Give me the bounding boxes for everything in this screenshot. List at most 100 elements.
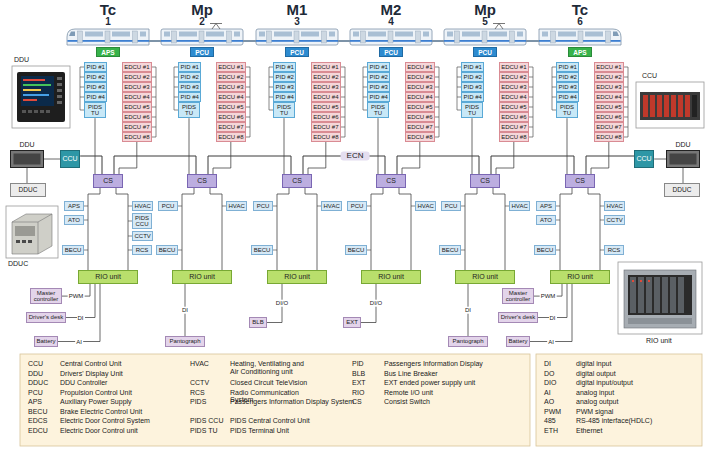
box-label: EDCU #5 [218,104,243,111]
box-label: PCU [195,49,209,56]
legend-cell: digital output [576,370,616,378]
box-label: CCTV [607,217,623,224]
box-label: CS [103,177,113,185]
edcu-box: EDCU #3 [216,82,246,92]
box-label: HVAC [607,203,623,210]
connector [465,188,477,270]
box-label: Mp [474,2,496,17]
box-label: APS [573,49,586,56]
legend-cell: EDCU [28,427,48,435]
box-label: PIDS TU [559,104,576,117]
edcu-box: EDCU #3 [122,82,152,92]
legend-cell: ETH [544,427,558,435]
peripheral-box: Battery [34,336,58,347]
connector [399,188,411,270]
equipment-box: ATO [64,215,84,225]
box-label: EDCU #1 [313,64,338,71]
box-label: EDCU #7 [218,124,243,131]
legend-cell: DDU [28,370,43,378]
connector [277,188,289,270]
equipment-box: HVAC [226,201,247,211]
box-label: M1 [287,2,308,17]
peripheral-box: Pantograph [165,336,205,347]
box-label: EDCU #7 [501,124,526,131]
edcu-box: EDCU #6 [594,112,624,122]
legend-cell: DI [544,360,551,368]
edcu-box: EDCU #6 [216,112,246,122]
pid-box: PIDS TU [461,102,483,118]
peripheral-box: BLB [249,317,267,328]
box-label: BECU [348,247,365,254]
connector [88,188,100,270]
connector [208,156,291,174]
legend-cell: PCU [28,389,43,397]
box-label: PID #1 [181,64,199,71]
pid-box: PID #2 [178,72,201,82]
signal-label: DI [549,314,557,321]
edcu-box: EDCU #7 [405,122,435,132]
edcu-box: EDCU #2 [594,72,624,82]
peripheral-box: Driver's desk [26,312,66,323]
box-label: EDCU #3 [313,84,338,91]
box-label: PID #4 [559,94,577,101]
box-label: EDCU #8 [124,134,149,141]
car-label: M13 [255,1,339,28]
box-label: EDCU #4 [596,94,621,101]
edcu-box: EDCU #1 [405,62,435,72]
box-label: 3 [294,17,300,27]
box-label: PCU [384,49,398,56]
pid-box: PID #1 [556,62,579,72]
edcu-box: EDCU #8 [311,132,341,142]
box-label: PCU [445,203,458,210]
box-label: APS [101,49,114,56]
connector [378,118,379,174]
legend-cell: RIO [352,389,364,397]
connector [305,188,317,270]
pid-box: PID #1 [461,62,484,72]
connector [538,284,567,318]
box-label: PID #2 [370,74,388,81]
edcu-box: EDCU #6 [499,112,529,122]
box-label: EDCU #8 [407,134,432,141]
box-label: PCU [162,203,175,210]
legend-cell: Brake Electric Control Unit [60,408,142,416]
box-label: PID #2 [464,74,482,81]
equipment-box: PCU [441,201,461,211]
equipment-box: APS [536,201,556,211]
pid-box: PIDS TU [367,102,389,118]
connector [402,142,420,174]
box-label: PID #3 [276,84,294,91]
legend-cell: DDUC [28,379,48,387]
pid-box: PID #1 [84,62,107,72]
box-label: PID #3 [181,84,199,91]
box-label: EXT [346,319,358,326]
dduc-photo [6,206,58,258]
box-label: Mp [191,2,213,17]
pid-box: PID #4 [461,92,484,102]
box-label: EDCU #8 [313,134,338,141]
box-label: PIDS TU [276,104,293,117]
box-label: PID #2 [276,74,294,81]
box-label: CS [292,177,302,185]
signal-label: DI [181,307,189,314]
edcu-box: EDCU #7 [311,122,341,132]
signal-label: AI [547,338,555,345]
edcu-box: EDCU #7 [499,122,529,132]
box-label: EDCU #7 [313,124,338,131]
box-label: PID #3 [370,84,388,91]
unit-tag: PCU [285,47,309,57]
box-label: EDCU #6 [407,114,432,121]
edcu-box: EDCU #5 [499,102,529,112]
connector [95,118,96,174]
control-unit: CCU [634,150,654,168]
box-label: DDUC [19,186,38,193]
box-label: 2 [199,17,205,27]
box-label: EDCU #5 [313,104,338,111]
equipment-box: BECU [251,245,273,255]
equipment-box: HVAC [321,201,342,211]
signal-label: PWM [540,293,557,300]
box-label: ATO [540,217,552,224]
photo-caption: DDU [14,56,29,64]
legend-cell: PIDS [190,398,206,406]
